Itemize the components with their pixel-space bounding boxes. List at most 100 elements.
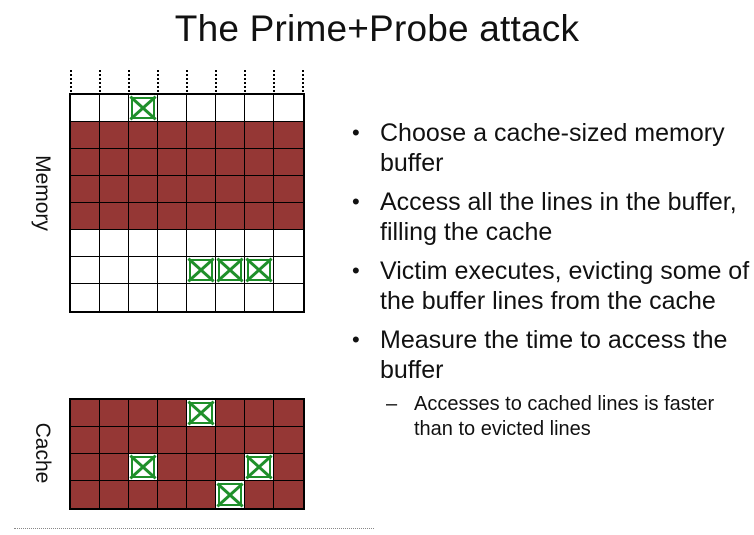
evicted-mark-icon bbox=[131, 97, 155, 119]
bullet-text: Choose a cache-sized memory buffer bbox=[380, 119, 725, 177]
cache-cell-filled bbox=[187, 427, 216, 454]
cache-cell-x bbox=[216, 481, 245, 508]
bullet-item: • Access all the lines in the buffer, fi… bbox=[350, 187, 750, 247]
bullet-text: Victim executes, evicting some of the bu… bbox=[380, 257, 750, 315]
evicted-mark-icon bbox=[218, 259, 242, 281]
memory-cell-empty bbox=[158, 230, 187, 257]
cache-cell-filled bbox=[100, 481, 129, 508]
bullet-text: Measure the time to access the buffer bbox=[380, 326, 728, 384]
memory-cell-filled bbox=[100, 203, 129, 230]
cache-cell-filled bbox=[158, 427, 187, 454]
cache-cell-filled bbox=[216, 427, 245, 454]
memory-cell-filled bbox=[274, 176, 303, 203]
continuation-dots-icon bbox=[157, 70, 159, 92]
memory-cell-filled bbox=[187, 122, 216, 149]
memory-cell-empty bbox=[129, 284, 158, 311]
continuation-dots-icon bbox=[99, 70, 101, 92]
memory-grid bbox=[69, 93, 305, 313]
memory-cell-empty bbox=[187, 230, 216, 257]
memory-cell-filled bbox=[216, 122, 245, 149]
memory-cell-filled bbox=[274, 122, 303, 149]
memory-cell-empty bbox=[274, 95, 303, 122]
evicted-mark-icon bbox=[247, 456, 271, 478]
memory-cell-filled bbox=[216, 176, 245, 203]
memory-cell-empty bbox=[100, 95, 129, 122]
memory-cell-filled bbox=[274, 149, 303, 176]
cache-cell-x bbox=[129, 454, 158, 481]
memory-cell-empty bbox=[158, 284, 187, 311]
continuation-dots-icon bbox=[128, 70, 130, 92]
bullet-dot-icon: • bbox=[352, 327, 360, 352]
cache-cell-filled bbox=[216, 400, 245, 427]
bullet-dot-icon: • bbox=[352, 120, 360, 145]
cache-cell-filled bbox=[274, 427, 303, 454]
memory-cell-filled bbox=[129, 203, 158, 230]
bullet-item: • Victim executes, evicting some of the … bbox=[350, 256, 750, 316]
evicted-mark-icon bbox=[218, 483, 242, 506]
memory-cell-filled bbox=[129, 176, 158, 203]
memory-cell-empty bbox=[216, 284, 245, 311]
bullet-item: • Measure the time to access the buffer bbox=[350, 325, 750, 385]
memory-cell-filled bbox=[158, 122, 187, 149]
memory-cell-empty bbox=[71, 230, 100, 257]
memory-continuation-dots bbox=[69, 70, 305, 92]
memory-cell-empty bbox=[245, 284, 274, 311]
memory-cell-filled bbox=[100, 149, 129, 176]
cache-cell-filled bbox=[100, 454, 129, 481]
memory-cell-empty bbox=[158, 257, 187, 284]
memory-cell-empty bbox=[187, 284, 216, 311]
memory-cell-empty bbox=[129, 257, 158, 284]
memory-cell-filled bbox=[274, 203, 303, 230]
slide-title: The Prime+Probe attack bbox=[174, 8, 580, 49]
continuation-dots-icon bbox=[302, 70, 304, 92]
sub-bullet-item: – Accesses to cached lines is faster tha… bbox=[350, 392, 750, 442]
memory-cell-filled bbox=[100, 176, 129, 203]
memory-cell-filled bbox=[245, 149, 274, 176]
bullet-list: • Choose a cache-sized memory buffer • A… bbox=[350, 118, 750, 442]
cache-cell-filled bbox=[245, 481, 274, 508]
bullet-dot-icon: • bbox=[352, 258, 360, 283]
memory-cell-filled bbox=[187, 203, 216, 230]
cache-cell-filled bbox=[71, 427, 100, 454]
memory-cell-x bbox=[187, 257, 216, 284]
memory-cell-filled bbox=[216, 203, 245, 230]
memory-cell-filled bbox=[245, 203, 274, 230]
continuation-dots-icon bbox=[70, 70, 72, 92]
memory-cell-x bbox=[129, 95, 158, 122]
memory-cell-empty bbox=[71, 95, 100, 122]
bullet-text: Access all the lines in the buffer, fill… bbox=[380, 188, 737, 246]
cache-cell-filled bbox=[274, 454, 303, 481]
memory-cell-filled bbox=[158, 176, 187, 203]
memory-cell-filled bbox=[129, 122, 158, 149]
cache-cell-filled bbox=[158, 481, 187, 508]
cache-cell-filled bbox=[71, 400, 100, 427]
memory-cell-x bbox=[245, 257, 274, 284]
cache-cell-filled bbox=[129, 481, 158, 508]
memory-cell-empty bbox=[216, 230, 245, 257]
memory-cell-empty bbox=[100, 257, 129, 284]
memory-cell-empty bbox=[274, 257, 303, 284]
cache-cell-filled bbox=[274, 400, 303, 427]
memory-cell-filled bbox=[71, 122, 100, 149]
memory-cell-empty bbox=[158, 95, 187, 122]
cache-cell-x bbox=[245, 454, 274, 481]
memory-cell-filled bbox=[71, 203, 100, 230]
memory-cell-x bbox=[216, 257, 245, 284]
cache-cell-filled bbox=[158, 454, 187, 481]
evicted-mark-icon bbox=[247, 259, 271, 281]
memory-cell-filled bbox=[71, 149, 100, 176]
cache-cell-filled bbox=[187, 481, 216, 508]
continuation-dots-icon bbox=[273, 70, 275, 92]
memory-cell-empty bbox=[129, 230, 158, 257]
sub-bullet-dash-icon: – bbox=[386, 393, 398, 415]
cache-cell-filled bbox=[100, 427, 129, 454]
memory-cell-empty bbox=[100, 284, 129, 311]
memory-cell-filled bbox=[245, 122, 274, 149]
cache-cell-filled bbox=[158, 400, 187, 427]
footer-divider bbox=[14, 528, 374, 534]
cache-cell-filled bbox=[274, 481, 303, 508]
memory-cell-empty bbox=[71, 284, 100, 311]
memory-cell-empty bbox=[216, 95, 245, 122]
memory-cell-filled bbox=[100, 122, 129, 149]
memory-cell-empty bbox=[100, 230, 129, 257]
